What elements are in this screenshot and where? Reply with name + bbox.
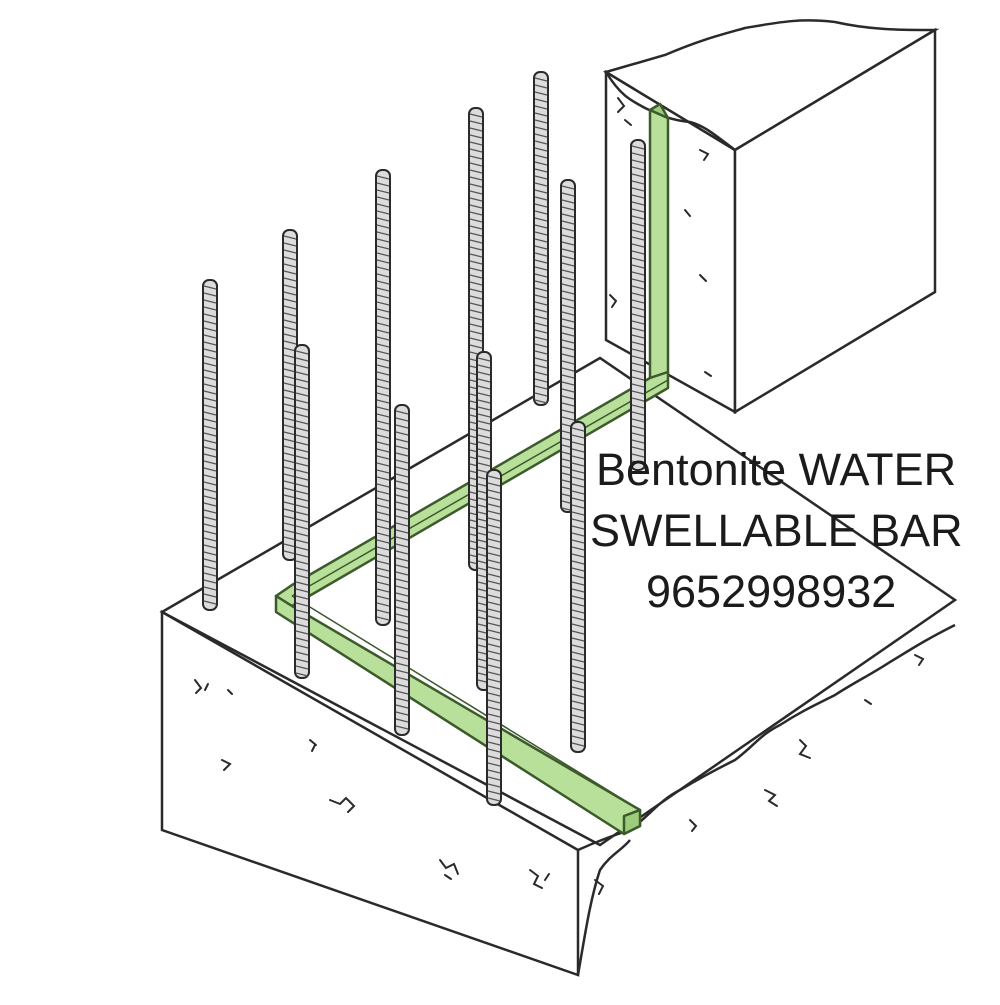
caption-phone-number: 9652998932 xyxy=(646,566,897,617)
caption-product-line-1: Bentonite WATER xyxy=(596,444,957,495)
rebar xyxy=(394,404,410,736)
rebar xyxy=(533,71,549,406)
bar-vertical-leg xyxy=(648,108,670,380)
rebar xyxy=(375,169,391,626)
rebar xyxy=(294,344,310,679)
rebar xyxy=(486,469,502,806)
slab-broken-edge-low xyxy=(576,839,631,976)
rebar xyxy=(630,139,646,471)
concrete-speckles xyxy=(194,97,925,895)
rebar xyxy=(202,279,218,611)
rebar-group xyxy=(202,71,646,806)
bar-end xyxy=(622,808,642,836)
concrete-slab xyxy=(159,356,958,977)
rebar xyxy=(570,421,586,753)
wall-right-face xyxy=(733,27,937,415)
slab-top-face xyxy=(159,356,958,847)
wall-top-face xyxy=(602,19,940,152)
caption-product-line-2: SWELLABLE BAR xyxy=(590,505,963,556)
